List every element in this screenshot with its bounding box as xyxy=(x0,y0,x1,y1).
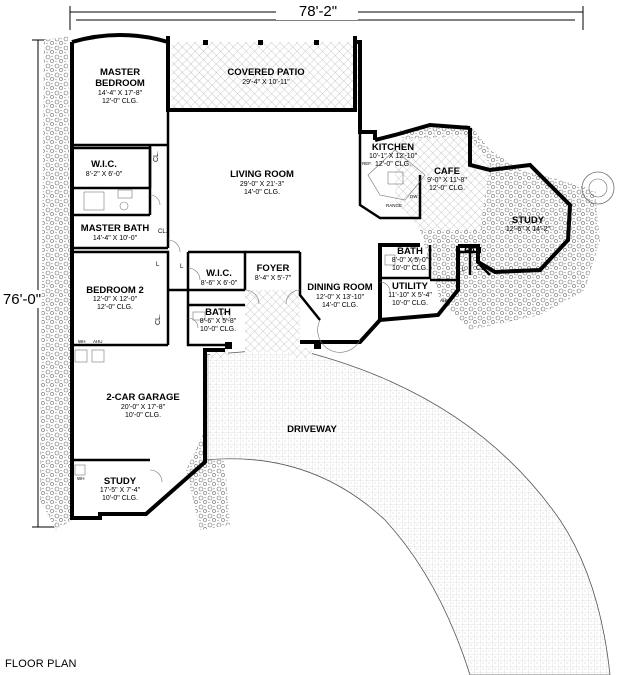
garage-name: 2-CAR GARAGE xyxy=(106,392,179,403)
garage-clg: 10'-0" CLG. xyxy=(125,412,161,419)
room-living-room: LIVING ROOM 29'-0" X 21'-3" 14'-0" CLG. xyxy=(230,169,294,196)
bath-2-name: BATH xyxy=(205,307,231,318)
room-kitchen: KITCHEN 10'-1" X 12'-10" 12'-0" CLG. xyxy=(369,142,418,168)
dining-room-clg: 14'-0" CLG. xyxy=(322,302,358,309)
exterior-walls xyxy=(70,33,573,520)
bedroom-2-clg: 12'-0" CLG. xyxy=(97,304,133,311)
wic-2-dims: 8'-6" X 6'-0" xyxy=(201,280,238,287)
interior-walls xyxy=(72,110,491,462)
dw-label: DW xyxy=(410,194,418,199)
master-bath-dims: 14'-4" X 10'-0" xyxy=(93,235,138,242)
room-study-east: STUDY 12'-6" X 14'-2" xyxy=(506,215,551,233)
ahu-label: AHU xyxy=(93,339,103,344)
utility-dims: 11'-10" X 5'-4" xyxy=(388,292,432,299)
utility-name: UTILITY xyxy=(392,281,429,292)
garage-dims: 20'-0" X 17'-8" xyxy=(121,404,166,411)
living-room-dims: 29'-0" X 21'-3" xyxy=(240,181,285,188)
bedroom-2-name: BEDROOM 2 xyxy=(86,285,144,296)
overall-depth-dimension: 76'-0" xyxy=(0,39,56,528)
room-wic-2: W.I.C. 8'-6" X 6'-0" xyxy=(201,268,238,287)
wic-master-name: W.I.C. xyxy=(91,159,117,170)
kitchen-clg: 12'-0" CLG. xyxy=(375,161,411,168)
utility-clg: 10'-0" CLG. xyxy=(392,300,428,307)
range-label: RANGE xyxy=(386,203,402,208)
dining-room-dims: 12'-0" X 13'-10" xyxy=(316,294,365,301)
room-study-west: STUDY 17'-5" X 7'-4" 10'-0" CLG. xyxy=(100,476,141,502)
room-bath-2: BATH 8'-6" X 5'-8" 10'-0" CLG. xyxy=(200,307,237,333)
cafe-clg: 12'-0" CLG. xyxy=(429,185,465,192)
room-dining-room: DINING ROOM 12'-0" X 13'-10" 14'-0" CLG. xyxy=(307,282,373,309)
foyer-dims: 8'-4" X 5'-7" xyxy=(255,275,292,282)
wh-2-label: WH xyxy=(77,476,85,481)
driveway-label: DRIVEWAY xyxy=(287,424,337,435)
living-room-clg: 14'-0" CLG. xyxy=(244,189,280,196)
bath-3-name: BATH xyxy=(397,246,423,257)
room-master-bedroom: MASTER BEDROOM 14'-4" X 17'-8" 12'-0" CL… xyxy=(95,67,145,105)
covered-patio-name: COVERED PATIO xyxy=(227,67,304,78)
closet-labels: CL. CL. CL. CL. L L L xyxy=(153,151,487,325)
bath-3-clg: 10'-0" CLG. xyxy=(392,265,428,272)
room-bedroom-2: BEDROOM 2 12'-0" X 12'-0" 12'-0" CLG. xyxy=(86,285,144,311)
room-utility: UTILITY 11'-10" X 5'-4" 10'-0" CLG. xyxy=(388,281,432,307)
pantry-name: PAN xyxy=(464,245,481,255)
room-master-bath: MASTER BATH 14'-4" X 10'-0" xyxy=(81,223,150,242)
cafe-dims: 9'-0" X 11'-8" xyxy=(427,177,467,184)
study-east-dims: 12'-6" X 14'-2" xyxy=(506,226,551,233)
room-bath-3: BATH 8'-0" X 5'-0" 10'-0" CLG. xyxy=(392,246,429,272)
room-foyer: FOYER 8'-4" X 5'-7" xyxy=(255,263,292,282)
closet-4-label: CL. xyxy=(158,229,168,235)
room-labels: MASTER BEDROOM 14'-4" X 17'-8" 12'-0" CL… xyxy=(81,67,551,502)
study-east-name: STUDY xyxy=(512,215,545,226)
fixtures xyxy=(74,149,426,476)
linen-3-label: L xyxy=(462,267,466,273)
covered-patio-dims: 29'-4" X 10'-11" xyxy=(242,79,290,86)
bedroom-2-dims: 12'-0" X 12'-0" xyxy=(93,296,138,303)
overall-depth-label: 76'-0" xyxy=(3,291,41,308)
wh-label: WH xyxy=(78,339,86,344)
driveway: DRIVEWAY xyxy=(204,347,611,675)
room-pantry: PAN xyxy=(464,245,481,255)
wic-2-name: W.I.C. xyxy=(206,268,232,279)
wic-master-dims: 8'-2" X 6'-0" xyxy=(86,171,123,178)
bath-2-clg: 10'-0" CLG. xyxy=(200,326,236,333)
room-wic-master: W.I.C. 8'-2" X 6'-0" xyxy=(86,159,123,178)
overall-width-label: 78'-2" xyxy=(299,3,337,20)
room-garage: 2-CAR GARAGE 20'-0" X 17'-8" 10'-0" CLG. xyxy=(106,392,179,419)
linen-1-label: L xyxy=(156,262,160,268)
bath-2-dims: 8'-6" X 5'-8" xyxy=(200,318,237,325)
ref-label: REF. xyxy=(362,161,372,166)
room-cafe: CAFE 9'-0" X 11'-8" 12'-0" CLG. xyxy=(427,166,467,192)
door-swings xyxy=(149,194,391,483)
closet-3-label: CL. xyxy=(476,265,487,272)
study-west-name: STUDY xyxy=(104,476,137,487)
closet-2-label: CL. xyxy=(155,314,162,325)
closet-1-label: CL. xyxy=(153,151,160,162)
kitchen-dims: 10'-1" X 12'-10" xyxy=(369,153,418,160)
dining-room-name: DINING ROOM xyxy=(307,282,373,293)
foyer-name: FOYER xyxy=(257,263,290,274)
cafe-name: CAFE xyxy=(434,166,460,177)
bath-3-dims: 8'-0" X 5'-0" xyxy=(392,257,429,264)
master-bedroom-name-line1: MASTER xyxy=(100,67,140,78)
study-west-clg: 10'-0" CLG. xyxy=(102,495,138,502)
room-covered-patio: COVERED PATIO 29'-4" X 10'-11" xyxy=(227,67,304,86)
living-room-name: LIVING ROOM xyxy=(230,169,294,180)
master-bath-name: MASTER BATH xyxy=(81,223,150,234)
study-west-dims: 17'-5" X 7'-4" xyxy=(100,487,141,494)
plan-caption: FLOOR PLAN xyxy=(5,658,77,670)
columns xyxy=(203,40,321,349)
fixture-labels: REF. DW RANGE WH AHU AHU WH xyxy=(77,161,450,481)
master-bedroom-clg: 12'-0" CLG. xyxy=(102,98,138,105)
overall-width-dimension: 78'-2" xyxy=(69,2,584,30)
linen-2-label: L xyxy=(180,264,184,270)
ahu-2-label: AHU xyxy=(440,298,450,303)
master-bedroom-name-line2: BEDROOM xyxy=(95,78,145,89)
master-bedroom-dims: 14'-4" X 17'-8" xyxy=(98,90,143,97)
kitchen-name: KITCHEN xyxy=(372,142,414,153)
